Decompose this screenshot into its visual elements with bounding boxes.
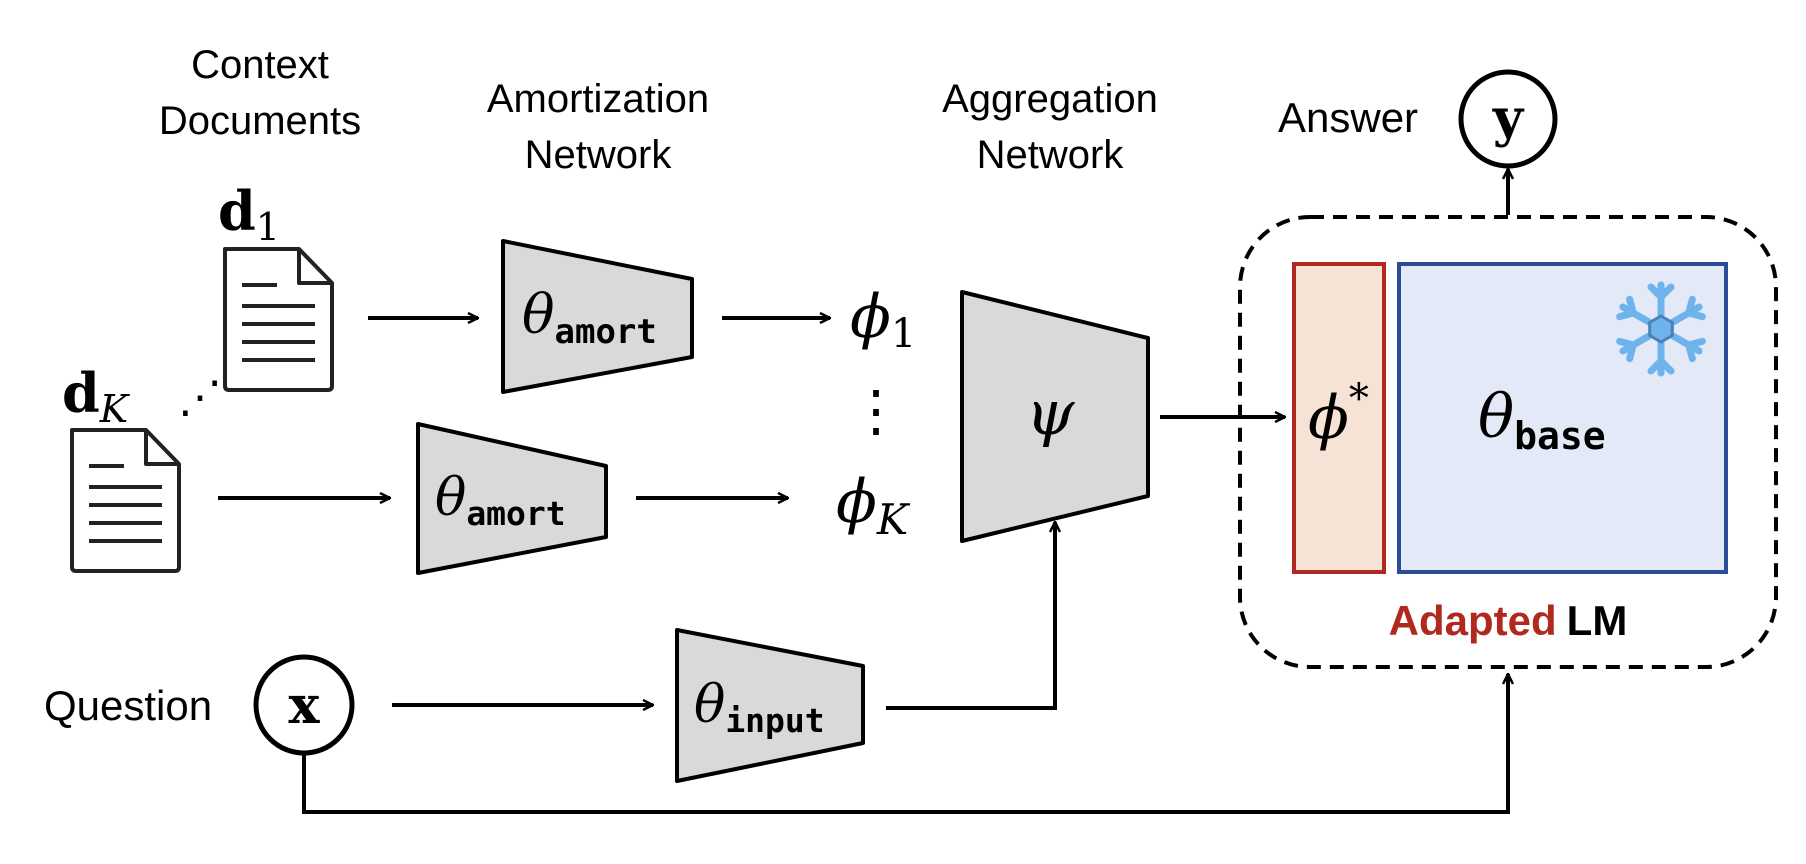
context-documents-label-line2: Documents xyxy=(159,99,361,143)
theta-base-box: θbase xyxy=(1397,262,1728,574)
aggregation-network-label-line1: Aggregation xyxy=(942,77,1158,121)
document-icon xyxy=(223,247,334,392)
svg-text:y: y xyxy=(1492,88,1525,149)
question-node: x xyxy=(253,654,355,756)
dk-symbol: dK xyxy=(62,361,131,431)
phi-k-symbol: ϕK xyxy=(836,467,911,544)
answer-node: y xyxy=(1458,69,1558,169)
arrow-input-to-psi xyxy=(886,522,1055,710)
svg-text:θinput: θinput xyxy=(694,675,825,740)
amortization-network-label-line1: Amortization xyxy=(487,77,709,121)
answer-label: Answer xyxy=(1278,94,1418,141)
arrow-x-to-adapted-lm xyxy=(302,674,1508,814)
amortization-network-label-line2: Network xyxy=(525,133,673,177)
adapted-lm-container xyxy=(1238,215,1778,669)
d1-symbol: d1 xyxy=(218,179,280,249)
svg-text:θamort: θamort xyxy=(435,468,566,533)
phi-vdots: ⋮ xyxy=(848,379,904,444)
svg-text:ϕ*: ϕ* xyxy=(1308,376,1369,453)
amortization-network-k: θamort xyxy=(416,422,608,575)
svg-text:x: x xyxy=(288,675,320,736)
amortization-network-1: θamort xyxy=(501,239,694,394)
document-ellipsis: ⋰ xyxy=(178,372,222,423)
svg-text:ψ: ψ xyxy=(1026,376,1076,449)
phi-star-box: ϕ* xyxy=(1292,262,1386,574)
question-label: Question xyxy=(44,682,212,729)
aggregation-network-label-line2: Network xyxy=(977,133,1125,177)
svg-text:θbase: θbase xyxy=(1478,382,1606,458)
phi-1-symbol: ϕ1 xyxy=(850,282,916,357)
context-documents-label-line1: Context xyxy=(191,43,329,87)
snowflake-icon xyxy=(1616,281,1706,377)
document-icon xyxy=(70,428,181,573)
svg-text:θamort: θamort xyxy=(522,283,657,352)
input-network: θinput xyxy=(675,628,865,783)
aggregation-network: ψ xyxy=(960,290,1150,543)
